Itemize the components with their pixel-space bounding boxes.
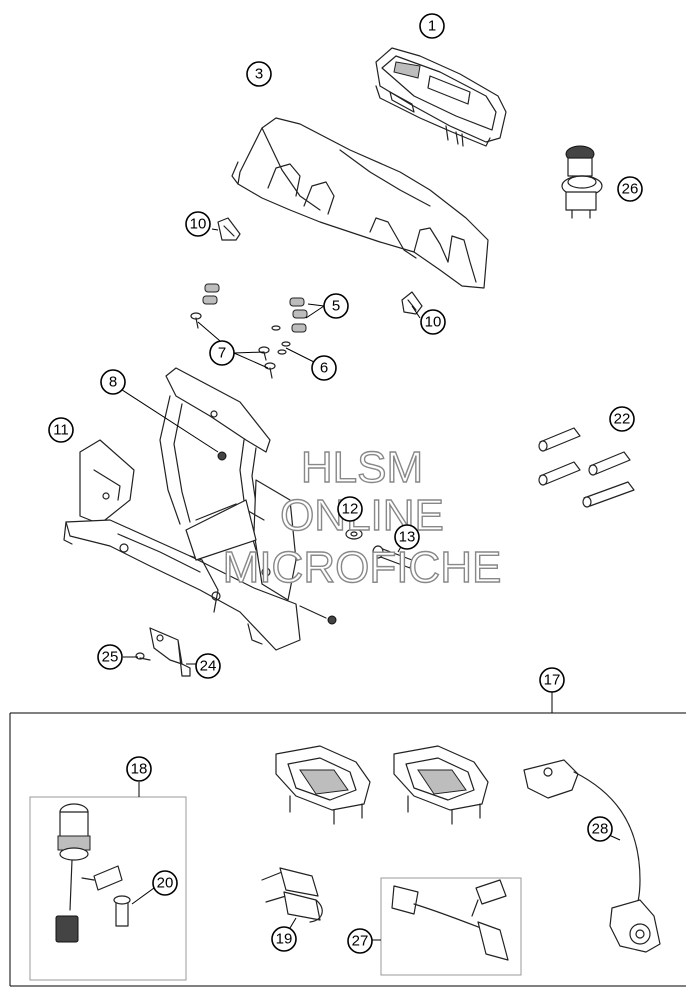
callout-22: 22 [609,406,635,432]
callout-label: 10 [190,216,207,233]
callout-label: 18 [131,761,148,778]
callout-13: 13 [394,524,420,550]
lock-set-frame [9,692,686,987]
leader-lines [115,228,621,939]
callout-19: 19 [271,926,297,952]
callout-11: 11 [48,417,74,443]
callout-5: 5 [323,293,349,319]
callout-label: 10 [425,314,442,331]
callout-label: 5 [332,298,340,315]
callout-label: 7 [218,345,226,362]
callout-label: 19 [276,931,293,948]
cable-key-kit [372,877,522,976]
ignition-switch [29,782,187,981]
callout-17: 17 [539,667,565,693]
callout-27: 27 [347,928,373,954]
instrument-cluster [375,47,507,147]
keys [261,867,323,923]
callout-20: 20 [152,870,178,896]
tank-cap-left [275,745,371,825]
callout-28: 28 [587,816,613,842]
callout-26: 26 [617,176,643,202]
callout-18: 18 [126,756,152,782]
nut-bolt [299,528,413,625]
callout-label: 12 [342,501,359,518]
callout-label: 17 [544,672,561,689]
power-socket [561,145,603,219]
callout-8: 8 [100,369,126,395]
callout-7: 7 [209,340,235,366]
callout-label: 20 [157,875,174,892]
clip-right [401,291,423,315]
callout-label: 22 [614,411,631,428]
callout-label: 8 [109,374,117,391]
spacers [538,427,635,508]
screw-20 [131,887,155,905]
callout-12: 12 [337,496,363,522]
callout-label: 24 [200,658,217,675]
callout-label: 13 [399,529,416,546]
callout-label: 1 [428,18,436,35]
callout-label: 25 [102,649,119,666]
watermark: HLSM ONLINE MICROFICHE [222,442,502,592]
callout-label: 26 [622,181,639,198]
callout-10-right: 10 [420,309,446,335]
callout-24: 24 [195,653,221,679]
front-mask [231,117,489,289]
callout-label: 11 [53,422,69,439]
callout-10-left: 10 [185,211,211,237]
callout-6: 6 [311,355,337,381]
small-bracket [135,627,191,677]
callout-label: 28 [592,821,609,838]
mounting-bracket [63,367,301,651]
screws [190,312,291,379]
callout-1: 1 [419,13,445,39]
clip-left [217,217,241,241]
callout-3: 3 [246,61,272,87]
watermark-line-2: ONLINE [280,491,444,540]
watermark-line-3: MICROFICHE [223,543,502,592]
tank-cap-right [393,745,489,825]
seat-lock [523,759,661,953]
grommets [202,283,308,333]
watermark-line-1: HLSM [301,443,423,492]
callout-label: 27 [352,933,369,950]
callout-label: 3 [255,66,263,83]
callout-label: 6 [320,360,328,377]
callout-25: 25 [97,644,123,670]
